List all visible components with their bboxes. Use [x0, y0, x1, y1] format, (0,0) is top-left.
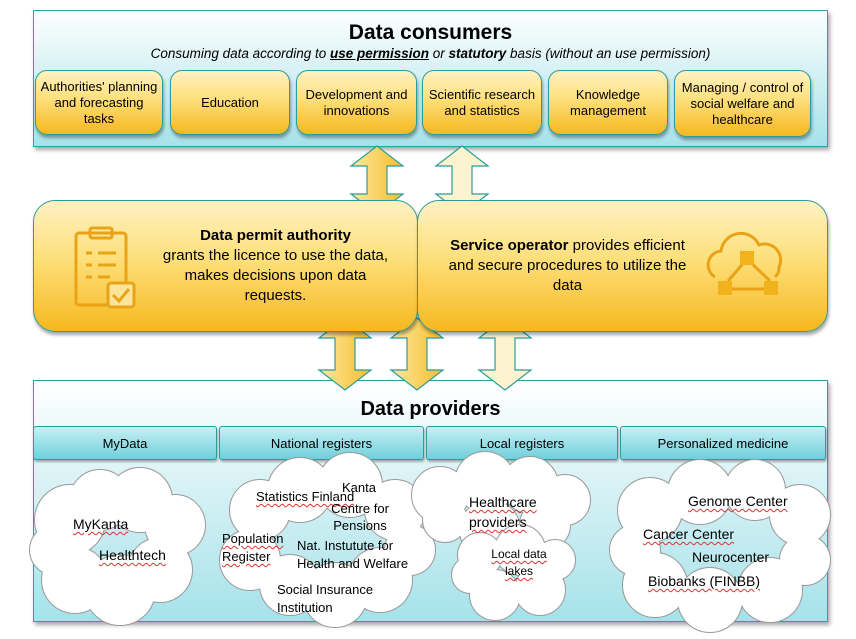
consumers-title: Data consumers: [348, 21, 513, 44]
provider-genome-center: Genome Center: [688, 493, 788, 509]
provider-cancer-center: Cancer Center: [643, 526, 735, 542]
consumer-development: Development and innovations: [296, 70, 417, 135]
cloud-personalized: [609, 459, 831, 633]
provider-kanta: Kanta: [342, 480, 376, 495]
consumer-education: Education: [170, 70, 290, 135]
arrow-permit-providers-2-icon: [389, 317, 445, 391]
cloud-data-lakes: [451, 524, 576, 621]
category-mydata: MyData: [33, 426, 217, 460]
cloud-mydata: [29, 467, 206, 626]
provider-local-data-lakes: Local data lakes: [491, 547, 547, 578]
consumer-authorities: Authorities' planning and forecasting ta…: [35, 70, 163, 135]
service-operator-box: Service operator provides efficient and …: [417, 200, 828, 332]
arrow-permit-providers-1-icon: [317, 317, 373, 391]
consumer-knowledge-management: Knowledge management: [548, 70, 668, 135]
provider-neurocenter: Neurocenter: [692, 549, 770, 565]
provider-mykanta: MyKanta: [73, 516, 129, 532]
arrow-operator-providers-icon: [477, 317, 533, 391]
provider-centre-for-pensions: Centre for Pensions: [331, 501, 389, 533]
consumer-managing-control: Managing / control of social welfare and…: [674, 70, 811, 137]
provider-thl: Nat. Instutute for Health and Welfare: [297, 538, 409, 571]
category-personalized-medicine: Personalized medicine: [620, 426, 826, 460]
provider-population-register: Population Register: [222, 531, 284, 564]
provider-healthcare-providers: Healthcare providers: [469, 494, 537, 530]
category-national-registers: National registers: [219, 426, 424, 460]
consumers-subtitle: Consuming data according to use permissi…: [150, 46, 711, 61]
consumer-scientific-research: Scientific research and statistics: [422, 70, 542, 135]
provider-statistics-finland: Statistics Finland: [256, 489, 355, 504]
providers-title: Data providers: [360, 398, 501, 420]
cloud-network-icon: [706, 231, 783, 295]
provider-healthtech: Healthtech: [99, 547, 166, 563]
cloud-national: [219, 452, 436, 628]
provider-social-insurance: Social Insurance Institution: [277, 582, 374, 615]
clipboard-checklist-icon: [74, 226, 136, 309]
provider-biobanks: Biobanks (FINBB): [648, 573, 761, 589]
